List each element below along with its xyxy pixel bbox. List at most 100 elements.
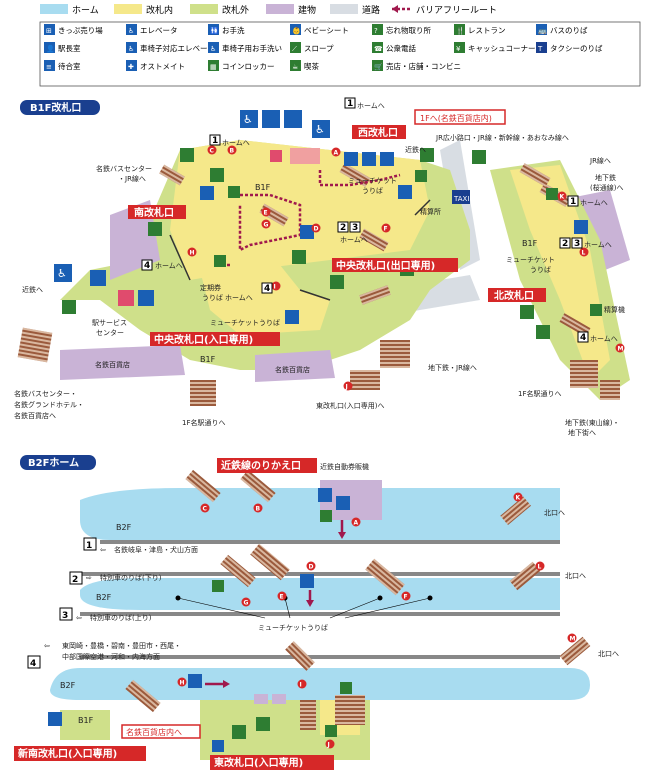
wheelchair-elevator-icon xyxy=(312,120,330,138)
b2f-ticket-icon xyxy=(318,488,332,502)
marker-L: L xyxy=(535,561,545,571)
b1f-teiki-1: 定期券 xyxy=(200,283,221,292)
home-num-3a: 3 xyxy=(352,223,358,233)
b2f-to-north-3: 北口へ xyxy=(598,650,619,658)
shop-icon-8 xyxy=(546,188,558,200)
baby-seat-icon xyxy=(262,110,280,128)
b1f-subway-sakura-1: 地下鉄 xyxy=(595,173,616,182)
b1f-floor: B1F xyxy=(255,183,271,192)
marker-H: H xyxy=(177,677,187,687)
baby-seat-icon-label: ベビーシート xyxy=(304,26,349,35)
marker-A: A xyxy=(331,147,341,157)
b1f-to-home-3: ホームへ xyxy=(340,236,368,244)
slope-icon: ⟋スロープ xyxy=(290,42,334,53)
b2f-floor-b1: B1F xyxy=(78,716,94,725)
svg-text:E: E xyxy=(280,594,284,601)
marker-B: B xyxy=(227,145,237,155)
cashing-corner-icon: ¥キャッシュコーナー xyxy=(454,42,536,53)
north-gate-box xyxy=(488,288,546,302)
b1f-to-home-5: ホームへ xyxy=(225,294,253,302)
central-exit-box xyxy=(332,258,458,272)
b1f-seisan2: 精算機 xyxy=(604,305,625,314)
bus-stop-icon: 🚌バスのりば xyxy=(536,24,588,35)
svg-text:🚌: 🚌 xyxy=(538,27,547,35)
ticket-office-icon-5 xyxy=(574,220,588,234)
svg-text:L: L xyxy=(582,250,586,257)
wheelchair-elevator-icon-label: 車椅子対応エレベータ xyxy=(140,43,215,53)
taxi-glyph: TAXI xyxy=(453,195,469,203)
svg-text:🚻: 🚻 xyxy=(210,26,219,35)
b1f-to-home-4: ホームへ xyxy=(155,262,183,270)
svg-text:🛒: 🛒 xyxy=(374,62,383,71)
shop-icon xyxy=(148,222,162,236)
b1f-to-1f-north: 1F名駅通りへ xyxy=(518,389,561,398)
svg-text:B: B xyxy=(230,148,235,155)
b1f-bus-center-1: 名鉄バスセンター xyxy=(96,164,152,173)
b1f-to-kintetsu-2: 近鉄へ xyxy=(22,285,43,294)
b2f-wheelchair-elevator-icon-2 xyxy=(300,574,314,588)
marker-D: D xyxy=(311,223,321,233)
b2f-line2: 特別車のりば(下り) xyxy=(100,573,162,582)
b1f-subway-sakura-2: (桜通線)へ xyxy=(590,183,623,192)
ticket-office-icon-3 xyxy=(398,185,412,199)
elevator-icon: ♿エレベータ xyxy=(126,24,178,35)
central-entry-box xyxy=(150,332,280,346)
svg-text:☕: ☕ xyxy=(292,63,298,71)
station-master-icon xyxy=(362,152,376,166)
svg-text:F: F xyxy=(384,226,388,233)
coin-locker-icon: ▦コインロッカー xyxy=(208,60,275,71)
coin-locker-icon-2 xyxy=(210,168,224,182)
elevator-icon-label: エレベータ xyxy=(140,26,178,35)
shop-icon: 🛒売店・店舗・コンビニ xyxy=(372,60,461,71)
svg-text:✚: ✚ xyxy=(128,63,134,71)
b1f-to-dept: 1Fへ(名鉄百貨店内) xyxy=(420,113,492,123)
shop-icon-label: 売店・店舗・コンビニ xyxy=(386,61,461,71)
legend-home: ホーム xyxy=(72,5,99,16)
ticket-office-icon: ⊞きっぷ売り場 xyxy=(44,24,103,35)
platform-num-4: 4 xyxy=(30,659,36,669)
marker-B: B xyxy=(253,503,263,513)
home-num-4a: 4 xyxy=(144,261,150,271)
svg-text:⊞: ⊞ xyxy=(46,27,52,35)
legend-bar: ホーム 改札内 改札外 建物 道路 バリアフリールート xyxy=(40,4,497,16)
b1f-bus-hotel-3: 名鉄百貨店へ xyxy=(14,411,56,420)
wheelchair-elevator-icon-2 xyxy=(300,225,314,239)
b1f-dept-2: 名鉄百貨店 xyxy=(275,365,310,374)
b1f-to-kintetsu: 近鉄へ xyxy=(405,145,426,154)
waiting-room-icon: ≡待合室 xyxy=(44,60,81,71)
b1f-labels: 1 ホームへ 1 ホームへ 1Fへ(名鉄百貨店内) 西改札口 南改札口 中央改札… xyxy=(14,97,625,437)
b1f-floor-3: B1F xyxy=(522,239,538,248)
b1f-service-1: 駅サービス xyxy=(92,318,127,327)
b1f-dept: 名鉄百貨店 xyxy=(95,360,130,369)
svg-text:D: D xyxy=(309,564,314,571)
b2f-wheelchair-elevator-icon xyxy=(336,496,350,510)
svg-text:G: G xyxy=(244,600,249,607)
b2f-kintetsu-transfer: 近鉄線のりかえ口 xyxy=(221,459,301,472)
b1f-to-home-8: ホームへ xyxy=(590,335,618,343)
wheelchair-glyph-2: ♿ xyxy=(315,123,325,136)
b1f-musticket-1: ミューチケット xyxy=(348,177,397,185)
marker-L: L xyxy=(579,247,589,257)
b1f-to-home-1: ホームへ xyxy=(357,102,385,110)
central-entry: 中央改札口(入口専用) xyxy=(154,333,253,346)
platform-num-3: 3 xyxy=(62,611,68,621)
b1f-to-home-7: ホームへ xyxy=(584,241,612,249)
shop-icon-5 xyxy=(62,300,76,314)
b2f-wheelchair-elevator-icon-3 xyxy=(188,674,202,688)
svg-text:👤: 👤 xyxy=(46,44,55,53)
ostomate-icon-label: オストメイト xyxy=(140,62,185,71)
new-south-box xyxy=(14,746,146,761)
svg-text:A: A xyxy=(334,150,339,157)
b2f-shop-icon xyxy=(232,725,246,739)
cafe-icon xyxy=(415,170,427,182)
marker-M: M xyxy=(615,343,625,353)
b2f-header: B2Fホーム xyxy=(28,457,79,469)
svg-text:☎: ☎ xyxy=(374,45,383,53)
wheelchair-restroom-icon: ♿車椅子用お手洗い xyxy=(208,42,282,53)
b2f-kintetsu-ticket: 近鉄自動券販機 xyxy=(320,462,369,471)
b2f-header-pill xyxy=(20,455,96,470)
marker-K: K xyxy=(557,191,567,201)
